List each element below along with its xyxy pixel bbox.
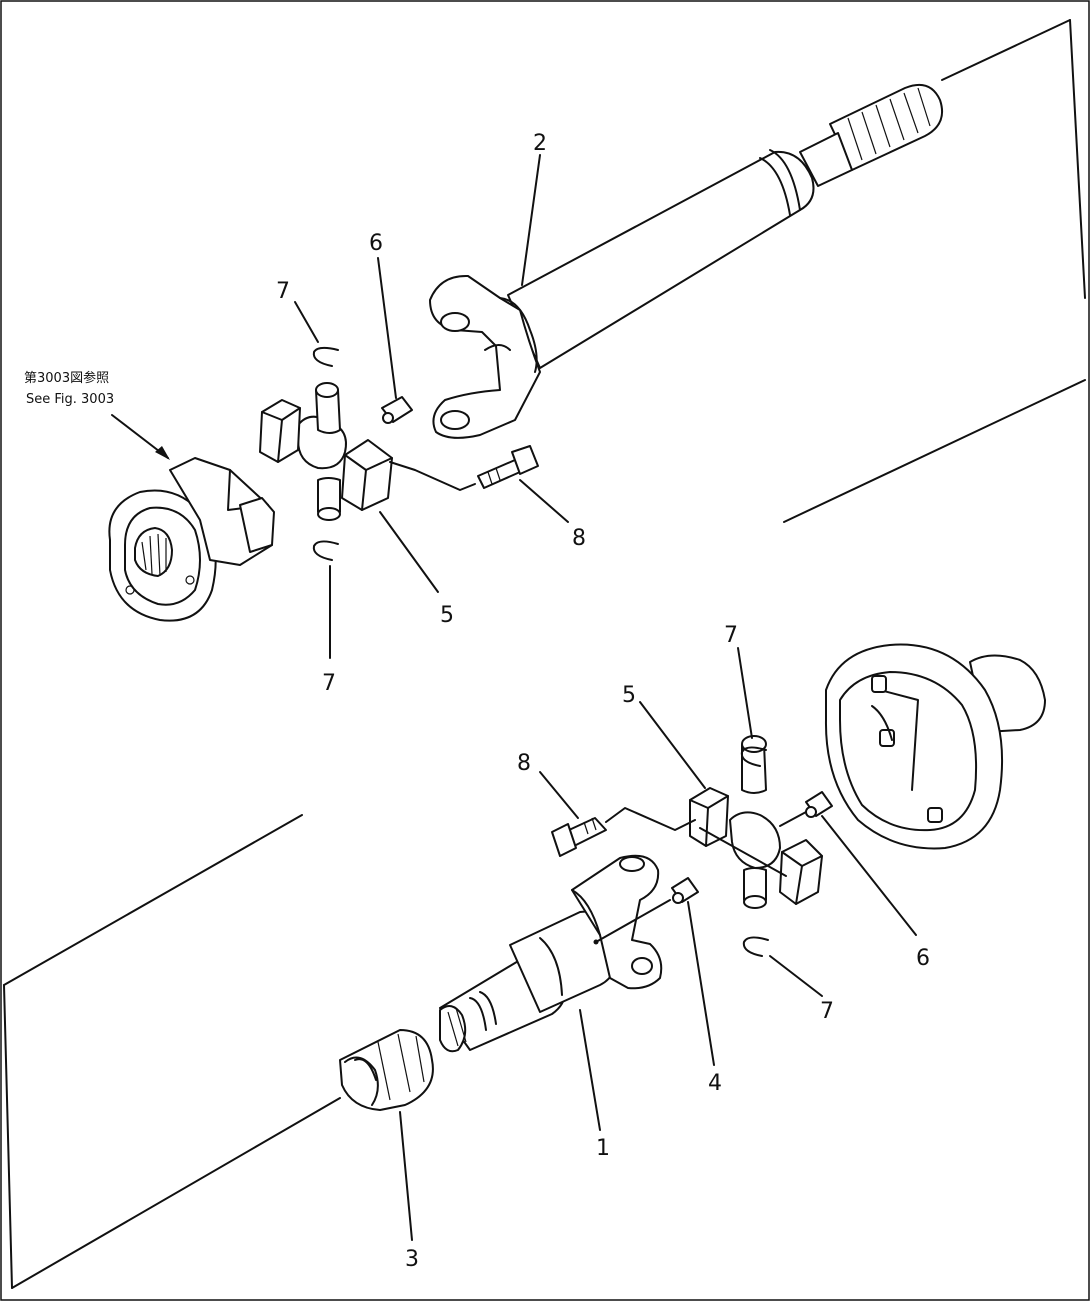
leader-7-lower-bottom xyxy=(769,955,823,997)
snap-ring-part-7-upper-bottom xyxy=(312,540,339,561)
callout-6-lower: 6 xyxy=(916,946,930,971)
callout-3: 3 xyxy=(405,1247,419,1272)
bolt-part-8-upper xyxy=(477,445,539,489)
leader-slip-yoke-to-fitting xyxy=(595,899,671,943)
spider-cross-part-5-lower xyxy=(689,735,823,909)
leader-3 xyxy=(399,1111,413,1241)
snap-ring-part-7-upper-top xyxy=(312,346,339,367)
leader-1 xyxy=(579,1009,601,1131)
lower-section-boundary xyxy=(3,814,341,1289)
leader-2 xyxy=(521,154,541,286)
callout-2: 2 xyxy=(533,131,547,156)
sleeve-cap-part-3 xyxy=(339,1029,434,1111)
upper-section-boundary xyxy=(783,19,1086,523)
flange-yoke-ref-fig-3003 xyxy=(108,457,275,622)
grease-fitting-part-6-lower xyxy=(805,791,833,818)
callout-5-lower: 5 xyxy=(622,683,636,708)
callout-6-upper: 6 xyxy=(369,231,383,256)
bolt-part-8-lower xyxy=(551,817,607,857)
slip-yoke-part-1 xyxy=(439,854,663,1053)
leader-8-lower xyxy=(539,771,579,819)
leader-4 xyxy=(687,901,715,1066)
reference-arrow xyxy=(111,414,170,460)
grease-fitting-part-4 xyxy=(671,877,699,904)
leader-6-upper xyxy=(377,257,397,399)
leader-spider-to-bolt-upper xyxy=(389,461,476,491)
leader-5-lower xyxy=(639,701,706,789)
grease-fitting-part-6-upper xyxy=(381,396,413,424)
reference-note-jp: 第3003図参照 xyxy=(24,370,109,386)
leader-6-lower xyxy=(821,815,917,936)
leader-7-upper-top xyxy=(294,301,319,343)
callout-8-lower: 8 xyxy=(517,751,531,776)
leader-8-upper xyxy=(519,479,569,523)
snap-ring-part-7-lower-top xyxy=(740,746,767,767)
leader-spider-to-fitting-lower xyxy=(779,811,807,827)
callout-7-lower-bottom: 7 xyxy=(820,999,834,1024)
leader-bolt-to-spider-lower xyxy=(605,807,696,831)
callout-7-lower-top: 7 xyxy=(724,623,738,648)
drive-shaft-part-2 xyxy=(429,84,944,439)
companion-flange-drum xyxy=(824,643,1046,850)
callout-8-upper: 8 xyxy=(572,526,586,551)
callout-5-upper: 5 xyxy=(440,603,454,628)
leader-5-upper xyxy=(379,511,439,593)
leader-7-lower-top xyxy=(737,647,753,739)
reference-note-en: See Fig. 3003 xyxy=(26,392,114,407)
callout-7-upper-bottom: 7 xyxy=(322,671,336,696)
snap-ring-part-7-lower-bottom xyxy=(742,936,769,957)
callout-4: 4 xyxy=(708,1071,722,1096)
spider-cross-part-5-upper xyxy=(259,382,393,521)
callout-7-upper-top: 7 xyxy=(276,279,290,304)
callout-1: 1 xyxy=(596,1136,610,1161)
